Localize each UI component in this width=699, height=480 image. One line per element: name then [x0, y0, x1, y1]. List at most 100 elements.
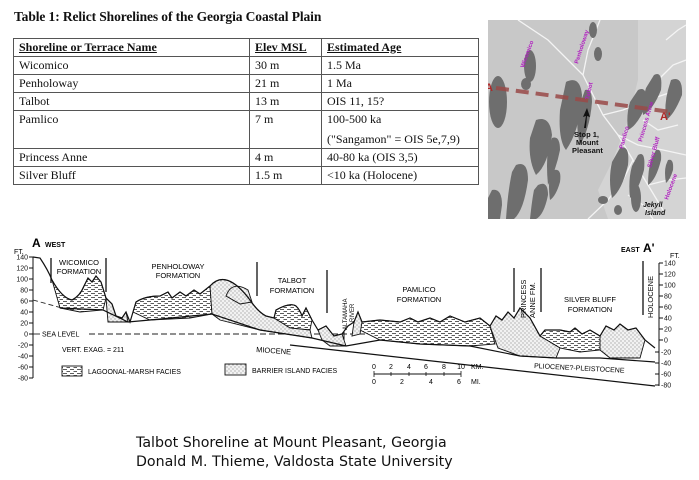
legend-barrier-label: BARRIER ISLAND FACIES — [252, 368, 338, 375]
vertical-labels: PRINCESS ANNE FM. HOLOCENE ALTAMAHA RIVE… — [343, 276, 655, 330]
svg-text:80: 80 — [20, 288, 28, 295]
svg-text:6: 6 — [424, 364, 428, 371]
svg-text:120: 120 — [664, 272, 676, 279]
svg-text:-40: -40 — [661, 361, 671, 368]
cell-elev: 13 m — [249, 92, 322, 111]
label-wicomico-2: FORMATION — [57, 267, 101, 276]
label-talbot-1: TALBOT — [278, 276, 307, 285]
cell-elev: 21 m — [249, 74, 322, 93]
cell-name: Penholoway — [13, 74, 250, 93]
section-line — [495, 86, 672, 114]
scale-bar: 0 2 4 6 8 10 0 2 4 6 KM. MI. — [372, 364, 483, 386]
svg-text:140: 140 — [664, 261, 676, 268]
caption-title: Talbot Shoreline at Mount Pleasant, Geor… — [136, 435, 447, 451]
right-units: FT. — [670, 253, 680, 260]
label-pamlico-2: FORMATION — [397, 295, 441, 304]
svg-text:-80: -80 — [661, 383, 671, 389]
barrier-island-bodies — [105, 279, 646, 359]
sea-level-label: SEA LEVEL — [42, 332, 79, 339]
svg-text:4: 4 — [429, 379, 433, 386]
svg-text:-20: -20 — [661, 350, 671, 357]
stop-label: Stop 1, Mount Pleasant — [572, 130, 603, 155]
left-units: FT. — [14, 249, 24, 256]
cell-age: 1.5 Ma — [321, 56, 479, 75]
svg-text:ANNE FM.: ANNE FM. — [528, 282, 537, 318]
table-row: Princess Anne 4 m 40-80 ka (OIS 3,5) — [13, 148, 479, 167]
svg-text:KM.: KM. — [471, 364, 484, 371]
svg-text:Mount: Mount — [576, 138, 599, 147]
svg-text:PRINCESS: PRINCESS — [519, 280, 528, 318]
miocene-label: MIOCENE — [256, 345, 292, 356]
east-marker: A' — [643, 241, 655, 255]
svg-text:MI.: MI. — [471, 379, 481, 386]
table-row: Wicomico 30 m 1.5 Ma — [13, 56, 479, 75]
svg-text:Stop 1,: Stop 1, — [574, 130, 599, 139]
table-row: Talbot 13 m OIS 11, 15? — [13, 92, 479, 111]
cross-section: 140 120 100 80 60 40 20 0 -20 -40 -60 -8… — [0, 228, 699, 390]
header-age: Estimated Age — [321, 38, 479, 57]
base-contact — [59, 307, 656, 363]
cell-age: 1 Ma — [321, 74, 479, 93]
svg-text:8: 8 — [442, 364, 446, 371]
shorelines-table: Shoreline or Terrace Name Elev MSL Estim… — [13, 38, 479, 185]
left-y-axis — [29, 256, 34, 379]
svg-text:60: 60 — [664, 305, 672, 312]
cell-age-line2: ("Sangamon" = OIS 5e,7,9) — [327, 132, 460, 146]
label-wicomico-1: WICOMICO — [59, 258, 99, 267]
west-label: WEST — [45, 242, 66, 249]
svg-text:100: 100 — [16, 277, 28, 284]
svg-text:2: 2 — [389, 364, 393, 371]
label-penholoway-1: PENHOLOWAY — [152, 262, 205, 271]
svg-text:10: 10 — [457, 364, 465, 371]
map-marker-a: A — [488, 82, 493, 94]
svg-text:0: 0 — [664, 338, 668, 345]
svg-text:HOLOCENE: HOLOCENE — [646, 276, 655, 318]
cell-elev: 30 m — [249, 56, 322, 75]
table-title: Table 1: Relict Shorelines of the Georgi… — [14, 9, 322, 24]
label-talbot-2: FORMATION — [270, 286, 314, 295]
left-y-ticks: 140 120 100 80 60 40 20 0 -20 -40 -60 -8… — [16, 255, 28, 383]
cell-age: 100-500 ka ("Sangamon" = OIS 5e,7,9) — [321, 110, 479, 149]
cell-age-line1: 100-500 ka — [327, 112, 382, 126]
svg-text:0: 0 — [24, 332, 28, 339]
svg-text:0: 0 — [372, 379, 376, 386]
map-marker-a-prime: A' — [660, 111, 671, 123]
label-pamlico-1: PAMLICO — [402, 285, 435, 294]
label-pamlico: Pamlico — [619, 125, 631, 149]
svg-text:ALTAMAHA: ALTAMAHA — [343, 299, 349, 330]
caption: Talbot Shoreline at Mount Pleasant, Geor… — [136, 434, 453, 472]
svg-text:40: 40 — [664, 316, 672, 323]
table-header-row: Shoreline or Terrace Name Elev MSL Estim… — [13, 38, 479, 57]
svg-text:40: 40 — [20, 310, 28, 317]
cell-name: Pamlico — [13, 110, 250, 149]
table-row: Silver Bluff 1.5 m <10 ka (Holocene) — [13, 166, 479, 185]
table-row: Pamlico 7 m 100-500 ka("Sangamon" = OIS … — [13, 110, 479, 149]
jekyll-island-label: Jekyll Island — [643, 202, 666, 217]
svg-text:120: 120 — [16, 266, 28, 273]
label-talbot: Talbot — [585, 82, 595, 100]
svg-text:100: 100 — [664, 283, 676, 290]
svg-text:-80: -80 — [18, 376, 28, 383]
svg-text:20: 20 — [20, 321, 28, 328]
ground-profile — [32, 256, 656, 349]
svg-text:6: 6 — [457, 379, 461, 386]
legend-barrier-swatch — [224, 363, 247, 376]
map-graphic: A A' Wicomico Penholoway Talbot Pamlico … — [488, 20, 686, 219]
cell-name: Princess Anne — [13, 148, 250, 167]
svg-text:-20: -20 — [18, 343, 28, 350]
svg-text:Pleasant: Pleasant — [572, 146, 603, 155]
shoreline-map: A A' Wicomico Penholoway Talbot Pamlico … — [488, 20, 686, 219]
label-silver-2: FORMATION — [568, 305, 612, 314]
label-penholoway-2: FORMATION — [156, 271, 200, 280]
svg-text:0: 0 — [372, 364, 376, 371]
cross-section-graphic: 140 120 100 80 60 40 20 0 -20 -40 -60 -8… — [14, 236, 680, 390]
stop-arrow-icon — [583, 108, 590, 128]
legend-lagoonal-swatch — [61, 365, 83, 377]
svg-text:4: 4 — [407, 364, 411, 371]
label-silver-1: SILVER BLUFF — [564, 295, 616, 304]
cell-age: OIS 11, 15? — [321, 92, 479, 111]
pliocene-contact — [289, 344, 656, 387]
cell-age: 40-80 ka (OIS 3,5) — [321, 148, 479, 167]
cell-elev: 1.5 m — [249, 166, 322, 185]
svg-text:80: 80 — [664, 294, 672, 301]
